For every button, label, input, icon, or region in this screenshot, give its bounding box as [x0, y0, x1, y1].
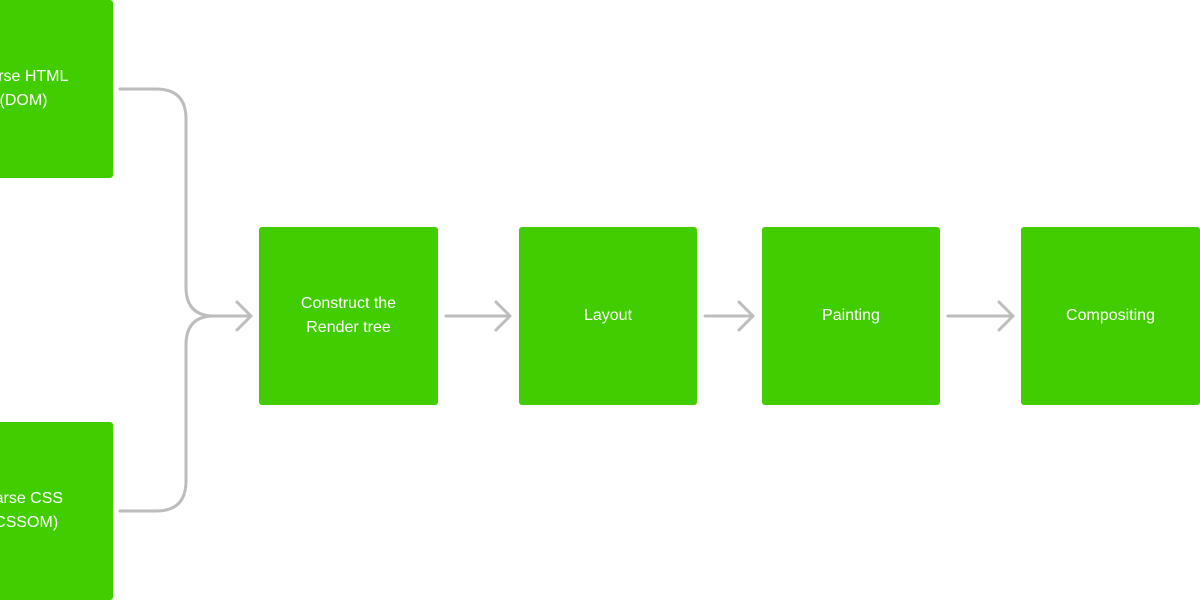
node-compositing-label: Compositing [1066, 307, 1155, 324]
node-parse-html: Parse HTML (DOM) [0, 0, 113, 178]
arrowhead-painting-icon [737, 300, 755, 332]
arrowhead-render-tree-icon [235, 300, 253, 332]
node-parse-css: Parse CSS (CSSOM) [0, 422, 113, 600]
node-painting-label: Painting [822, 307, 880, 324]
node-painting: Painting [762, 227, 940, 405]
connector-parse-html-to-merge [118, 87, 216, 318]
node-layout: Layout [519, 227, 697, 405]
node-render-tree-label: Construct the Render tree [300, 295, 397, 336]
node-compositing: Compositing [1021, 227, 1200, 405]
node-parse-html-label: Parse HTML (DOM) [0, 68, 69, 109]
node-layout-label: Layout [583, 307, 633, 324]
arrowhead-layout-icon [494, 300, 512, 332]
node-parse-css-label: Parse CSS (CSSOM) [0, 490, 64, 531]
arrowhead-compositing-icon [997, 300, 1015, 332]
node-render-tree: Construct the Render tree [259, 227, 438, 405]
connector-parse-css-to-merge [118, 314, 216, 513]
